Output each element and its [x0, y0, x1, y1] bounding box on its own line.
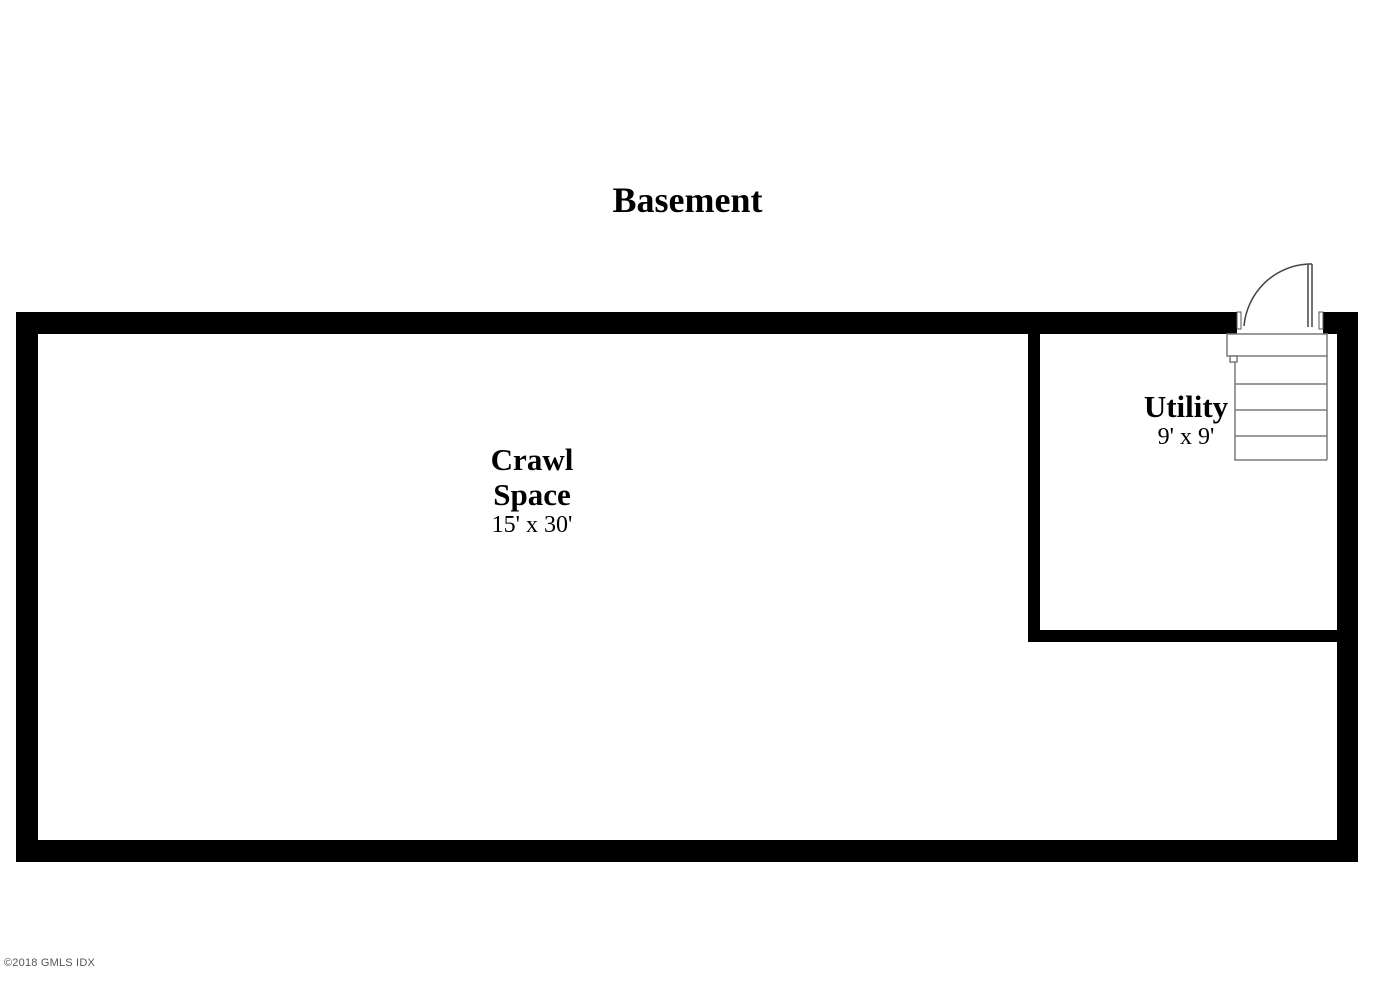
- door-jamb-right: [1318, 311, 1324, 330]
- door-jamb-left: [1236, 311, 1242, 330]
- room-label-utility: Utility 9' x 9': [1106, 389, 1266, 451]
- utility-left-wall: [1028, 334, 1040, 642]
- room-name: Space: [493, 477, 571, 512]
- room-dimensions: 9' x 9': [1157, 424, 1215, 450]
- stairs-icon: [1226, 333, 1328, 461]
- plan-title: Basement: [612, 180, 763, 220]
- room-dimensions: 15' x 30': [491, 512, 573, 538]
- room-name: Utility: [1143, 389, 1229, 424]
- room-name: Crawl: [490, 442, 574, 477]
- room-label-crawl-space: Crawl Space 15' x 30': [432, 442, 632, 538]
- copyright-notice: ©2018 GMLS IDX: [4, 957, 95, 969]
- door-icon: [1243, 263, 1313, 327]
- utility-bottom-wall: [1028, 630, 1337, 642]
